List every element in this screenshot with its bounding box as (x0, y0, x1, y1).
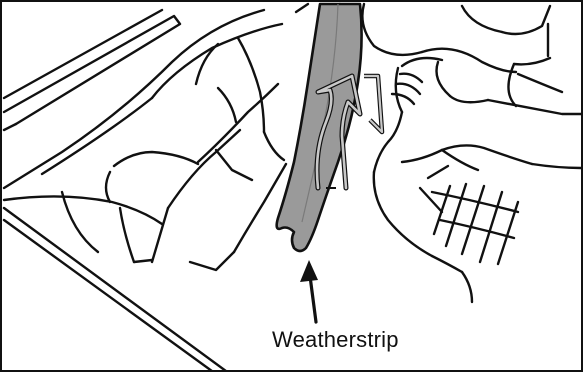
weatherstrip-shape (277, 4, 362, 251)
weatherstrip-label: Weatherstrip (272, 329, 399, 351)
pointer-arrow-icon (300, 260, 318, 322)
